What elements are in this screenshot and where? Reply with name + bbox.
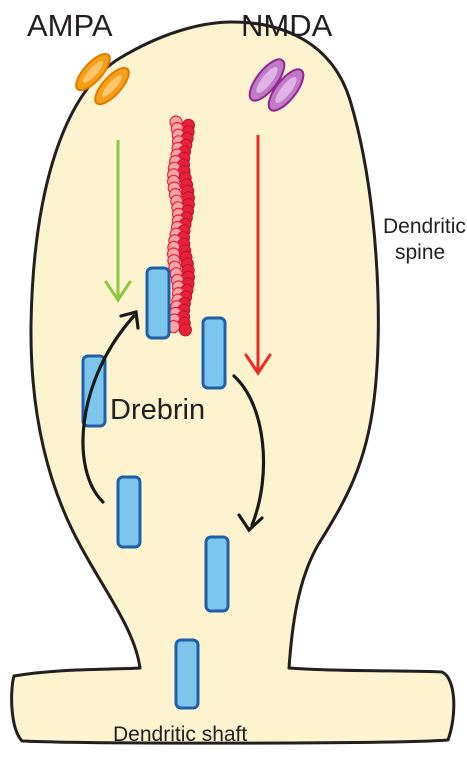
dendritic-shaft-label: Dendritic shaft [113, 722, 247, 748]
nmda-label: NMDA [241, 10, 332, 41]
drebrin-bound [147, 268, 169, 338]
spine-body [12, 22, 454, 743]
drebrin-lower-left [118, 477, 140, 547]
dendritic-spine-label-line1: Dendritic [383, 214, 466, 240]
dendritic-spine-label-line2: spine [383, 240, 466, 266]
actin-filament [168, 116, 195, 336]
dendritic-spine-label: Dendritic spine [383, 214, 466, 267]
ampa-label: AMPA [27, 10, 113, 41]
drebrin-neck [176, 640, 198, 708]
drebrin-lower-right [206, 537, 228, 611]
drebrin-released [203, 318, 225, 388]
drebrin-label: Drebrin [110, 396, 205, 425]
actin-bead [179, 324, 191, 336]
